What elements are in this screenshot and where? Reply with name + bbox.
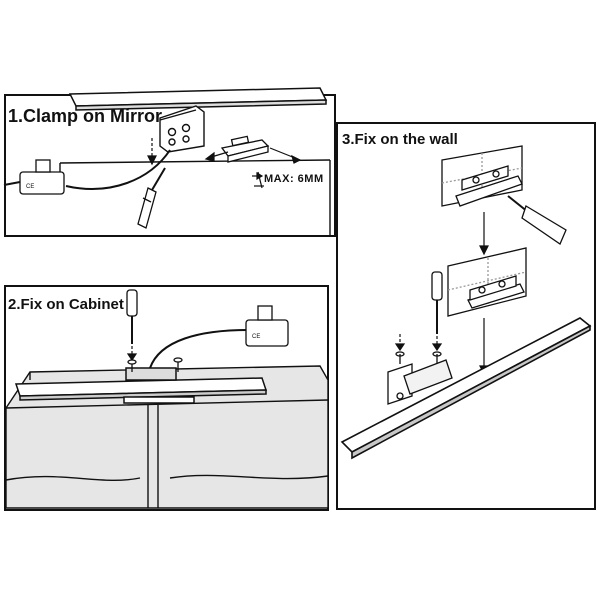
svg-text:CE: CE: [26, 184, 34, 190]
screwdriver-icon: [507, 195, 567, 245]
screw-icon: [127, 357, 183, 372]
light-bar: [340, 317, 592, 460]
light-arm: [149, 329, 249, 369]
arrow-icon: [204, 147, 302, 164]
wall-bracket: [387, 359, 453, 405]
thickness-marker: [252, 171, 264, 189]
screwdriver-icon: [431, 271, 443, 334]
step2-title: 2.Fix on Cabinet: [8, 296, 124, 313]
screwdriver-icon: [126, 289, 138, 344]
step3-title: 3.Fix on the wall: [342, 131, 458, 148]
step1-title: 1.Clamp on Mirror: [8, 106, 163, 126]
light-bar: [68, 87, 328, 111]
driver-box-icon: CE: [245, 305, 289, 347]
arrow-icon: [126, 346, 138, 362]
screwdriver-icon: [137, 167, 166, 229]
screw-icon: [395, 351, 442, 364]
power-cable: [65, 149, 171, 190]
arrow-icon: [479, 212, 489, 256]
mirror-clamp: [159, 105, 205, 153]
bracket-icon: [220, 135, 270, 163]
bracket-icon: [467, 275, 525, 309]
max-thickness-label: MAX: 6MM: [264, 173, 324, 185]
cabinet: [5, 365, 329, 509]
bracket-icon: [455, 165, 523, 207]
light-bar: [14, 367, 268, 404]
driver-box-icon: CE: [19, 159, 65, 195]
arrow-icon: [394, 318, 489, 376]
svg-text:CE: CE: [252, 334, 260, 340]
insert-arrow: [147, 138, 157, 166]
